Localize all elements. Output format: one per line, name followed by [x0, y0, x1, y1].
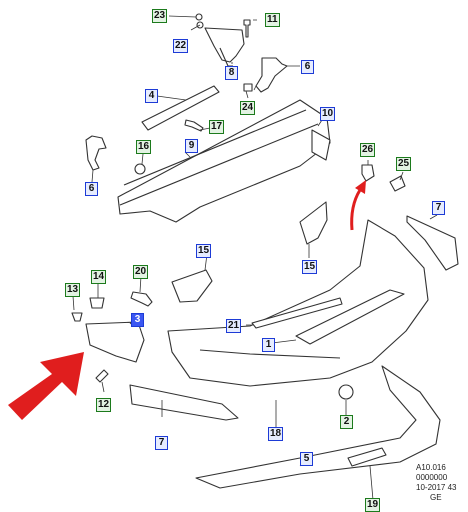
callout-22: 22 [173, 39, 189, 53]
red-pointer-arrow [8, 352, 84, 420]
screw-part [243, 19, 251, 38]
callout-6-upper: 6 [301, 60, 314, 74]
bracket-part [299, 201, 328, 245]
spoiler-part [129, 384, 239, 421]
callout-7-right: 7 [432, 201, 445, 215]
bumper-cover-part [167, 219, 429, 387]
strip-part [251, 297, 343, 329]
callout-14: 14 [91, 270, 107, 284]
callout-1: 1 [262, 338, 275, 352]
ref-code-line-3: 10-2017 43 [416, 483, 457, 492]
callout-21: 21 [226, 319, 242, 333]
clip-part [338, 384, 354, 400]
callout-5: 5 [300, 452, 313, 466]
valance-part [195, 365, 441, 489]
bracket-part [204, 27, 245, 63]
callout-15-right: 15 [302, 260, 318, 274]
bolt-part [184, 119, 204, 132]
callout-3-selected[interactable]: 3 [131, 313, 144, 327]
callout-19: 19 [365, 498, 381, 512]
callout-7-lower: 7 [155, 436, 168, 450]
reflector-part [171, 269, 213, 303]
screw-part [71, 312, 83, 322]
callout-4: 4 [145, 89, 158, 103]
ref-code-line-2: 0000000 [416, 473, 448, 482]
callout-16: 16 [136, 140, 152, 154]
clip-part [361, 164, 375, 182]
grille-part [295, 289, 405, 345]
ref-code-line-1: A10.016 [416, 463, 446, 472]
callout-17: 17 [209, 120, 225, 134]
tow-cover-part [347, 447, 387, 467]
bracket-part [85, 135, 107, 171]
impact-beam-part [117, 99, 331, 223]
callout-9: 9 [185, 139, 198, 153]
callout-15-left: 15 [196, 244, 212, 258]
clip-part [389, 175, 406, 192]
callout-8: 8 [225, 66, 238, 80]
clip-part [134, 163, 146, 175]
strip-part [141, 85, 220, 131]
bracket-part [85, 321, 145, 363]
callout-23: 23 [152, 9, 168, 23]
callout-18: 18 [268, 427, 284, 441]
bolt-part [130, 291, 153, 307]
nut-part [243, 83, 253, 92]
callout-11: 11 [265, 13, 280, 27]
rotation-arrow [350, 189, 362, 231]
callout-2: 2 [340, 415, 353, 429]
reflector-part [406, 215, 459, 271]
callout-12: 12 [96, 398, 112, 412]
callout-13: 13 [65, 283, 81, 297]
callout-6-lower: 6 [85, 182, 98, 196]
ref-code-line-4: GE [430, 493, 442, 502]
callout-20: 20 [133, 265, 149, 279]
screw-part [95, 369, 109, 383]
callout-10: 10 [320, 107, 336, 121]
callout-25: 25 [396, 157, 412, 171]
callout-24: 24 [240, 101, 256, 115]
callout-26: 26 [360, 143, 376, 157]
bracket-part [255, 57, 288, 93]
clip-part [89, 297, 105, 309]
